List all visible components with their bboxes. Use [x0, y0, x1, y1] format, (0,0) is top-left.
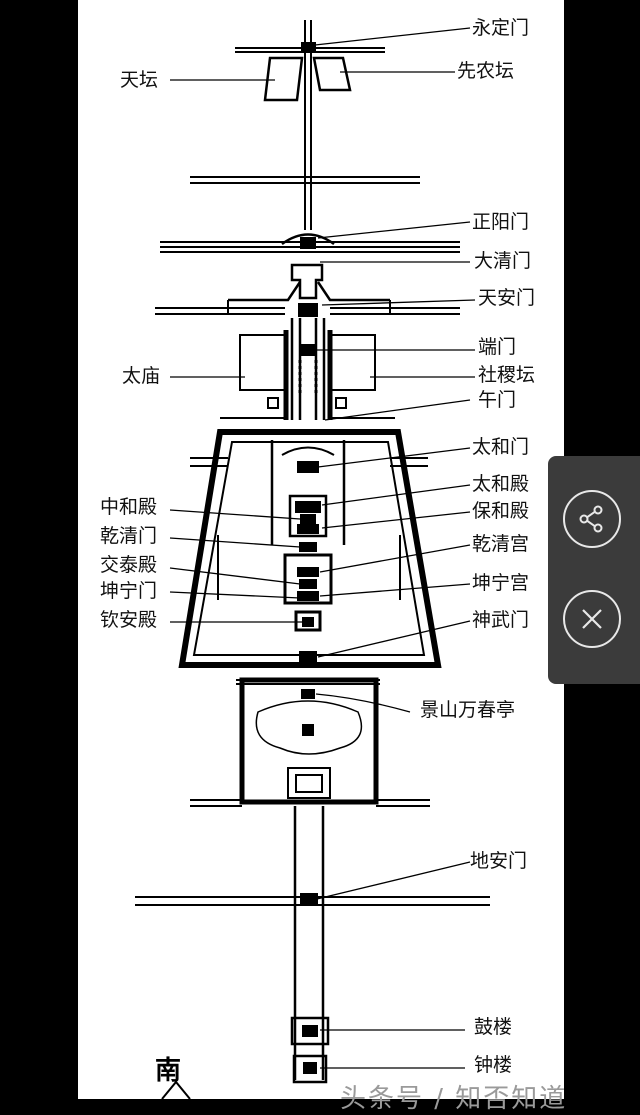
shejitan-box: [329, 334, 376, 391]
zhonghedian: [300, 514, 316, 524]
label-jiaotaidian: 交泰殿: [100, 554, 158, 576]
watermark: 头条号 / 知否知道: [340, 1084, 568, 1114]
jingshan-hill: [255, 700, 363, 755]
jingshan-pavilion: [302, 724, 314, 736]
leader-lines: [169, 27, 476, 1069]
label-xiannongtan: 先农坛: [457, 60, 515, 82]
gulou-box: [290, 1016, 330, 1046]
tiananmen-wall: [155, 307, 460, 315]
qianqinggong: [297, 567, 319, 577]
label-taihemen: 太和门: [472, 436, 530, 458]
palace-inner-wall: [192, 441, 426, 656]
label-qianqingmen: 乾清门: [100, 525, 158, 547]
close-button[interactable]: [563, 590, 621, 648]
close-icon: [582, 609, 602, 629]
label-daqingmen: 大清门: [474, 250, 532, 272]
jiaotaidian: [299, 579, 317, 589]
xiannongtan-shape: [312, 56, 352, 92]
yongdingmen-gate: [301, 42, 316, 53]
gulou: [302, 1025, 318, 1037]
baohedian: [297, 524, 319, 534]
label-jingshan: 景山万春亭: [420, 699, 516, 721]
duanmen-gate: [301, 344, 315, 356]
tiananmen-gate: [298, 303, 318, 317]
north-roads: [190, 799, 430, 807]
label-kunninggong: 坤宁宫: [472, 572, 530, 594]
jingshan-wall: [239, 677, 379, 805]
label-tiantan: 天坛: [120, 69, 159, 91]
central-axis-north: [293, 806, 325, 1080]
taihedian: [295, 501, 321, 513]
inner-court: [283, 553, 333, 605]
tiananmen-flank: [228, 281, 390, 302]
taihemen-gate: [297, 461, 319, 473]
jinshui-arc: [281, 446, 335, 456]
label-yongdingmen: 永定门: [472, 17, 530, 39]
qinandian: [302, 617, 314, 627]
three-halls-platform: [288, 494, 328, 538]
label-taihedian: 太和殿: [472, 473, 530, 495]
qianqingmen: [299, 542, 317, 552]
label-kunningmen: 坤宁门: [100, 580, 158, 602]
compass-arrow: [161, 1080, 191, 1099]
qinandian-box: [294, 610, 322, 632]
tiantan-shape: [263, 56, 304, 102]
label-zhonglou: 钟楼: [474, 1054, 513, 1076]
side-roads: [190, 457, 428, 467]
label-shejitan: 社稷坛: [478, 364, 536, 386]
label-taimiao: 太庙: [122, 365, 161, 387]
label-shenwumen: 神武门: [472, 609, 530, 631]
central-axis-south: [304, 20, 312, 230]
wanchunting: [301, 689, 315, 699]
central-corridor: [290, 318, 326, 420]
zhengyangmen-gate: [300, 237, 316, 249]
label-qinandian: 钦安殿: [100, 609, 158, 631]
palace-outer-wall: [178, 429, 442, 668]
taimiao-box: [239, 334, 286, 391]
wumen-tower-w: [267, 397, 279, 409]
dianmen-gate: [300, 893, 318, 905]
shenwumen-gate: [299, 651, 317, 663]
beads: [298, 360, 318, 395]
label-wumen: 午门: [478, 389, 517, 411]
label-dianmen: 地安门: [470, 850, 528, 872]
share-icon: [579, 505, 603, 533]
label-baohedian: 保和殿: [472, 500, 530, 522]
label-gulou: 鼓楼: [474, 1016, 513, 1038]
kunninggong: [297, 591, 319, 601]
label-zhengyangmen: 正阳门: [472, 211, 530, 233]
shouhuang-hall: [287, 767, 331, 799]
zhengyangmen-arc: [281, 233, 335, 246]
daqingmen-shape: [290, 263, 324, 300]
compass-south-label: 南: [155, 1056, 182, 1086]
label-tiananmen: 天安门: [478, 287, 536, 309]
label-qianqinggong: 乾清宫: [472, 533, 530, 555]
share-button[interactable]: [563, 490, 621, 548]
label-duanmen: 端门: [478, 336, 517, 358]
zhonglou-box: [292, 1054, 328, 1084]
label-zhonghedian: 中和殿: [100, 496, 158, 518]
wumen-tower-e: [335, 397, 347, 409]
zhonglou: [303, 1062, 317, 1074]
road-1: [190, 176, 420, 184]
outer-court-walls: [270, 440, 346, 545]
